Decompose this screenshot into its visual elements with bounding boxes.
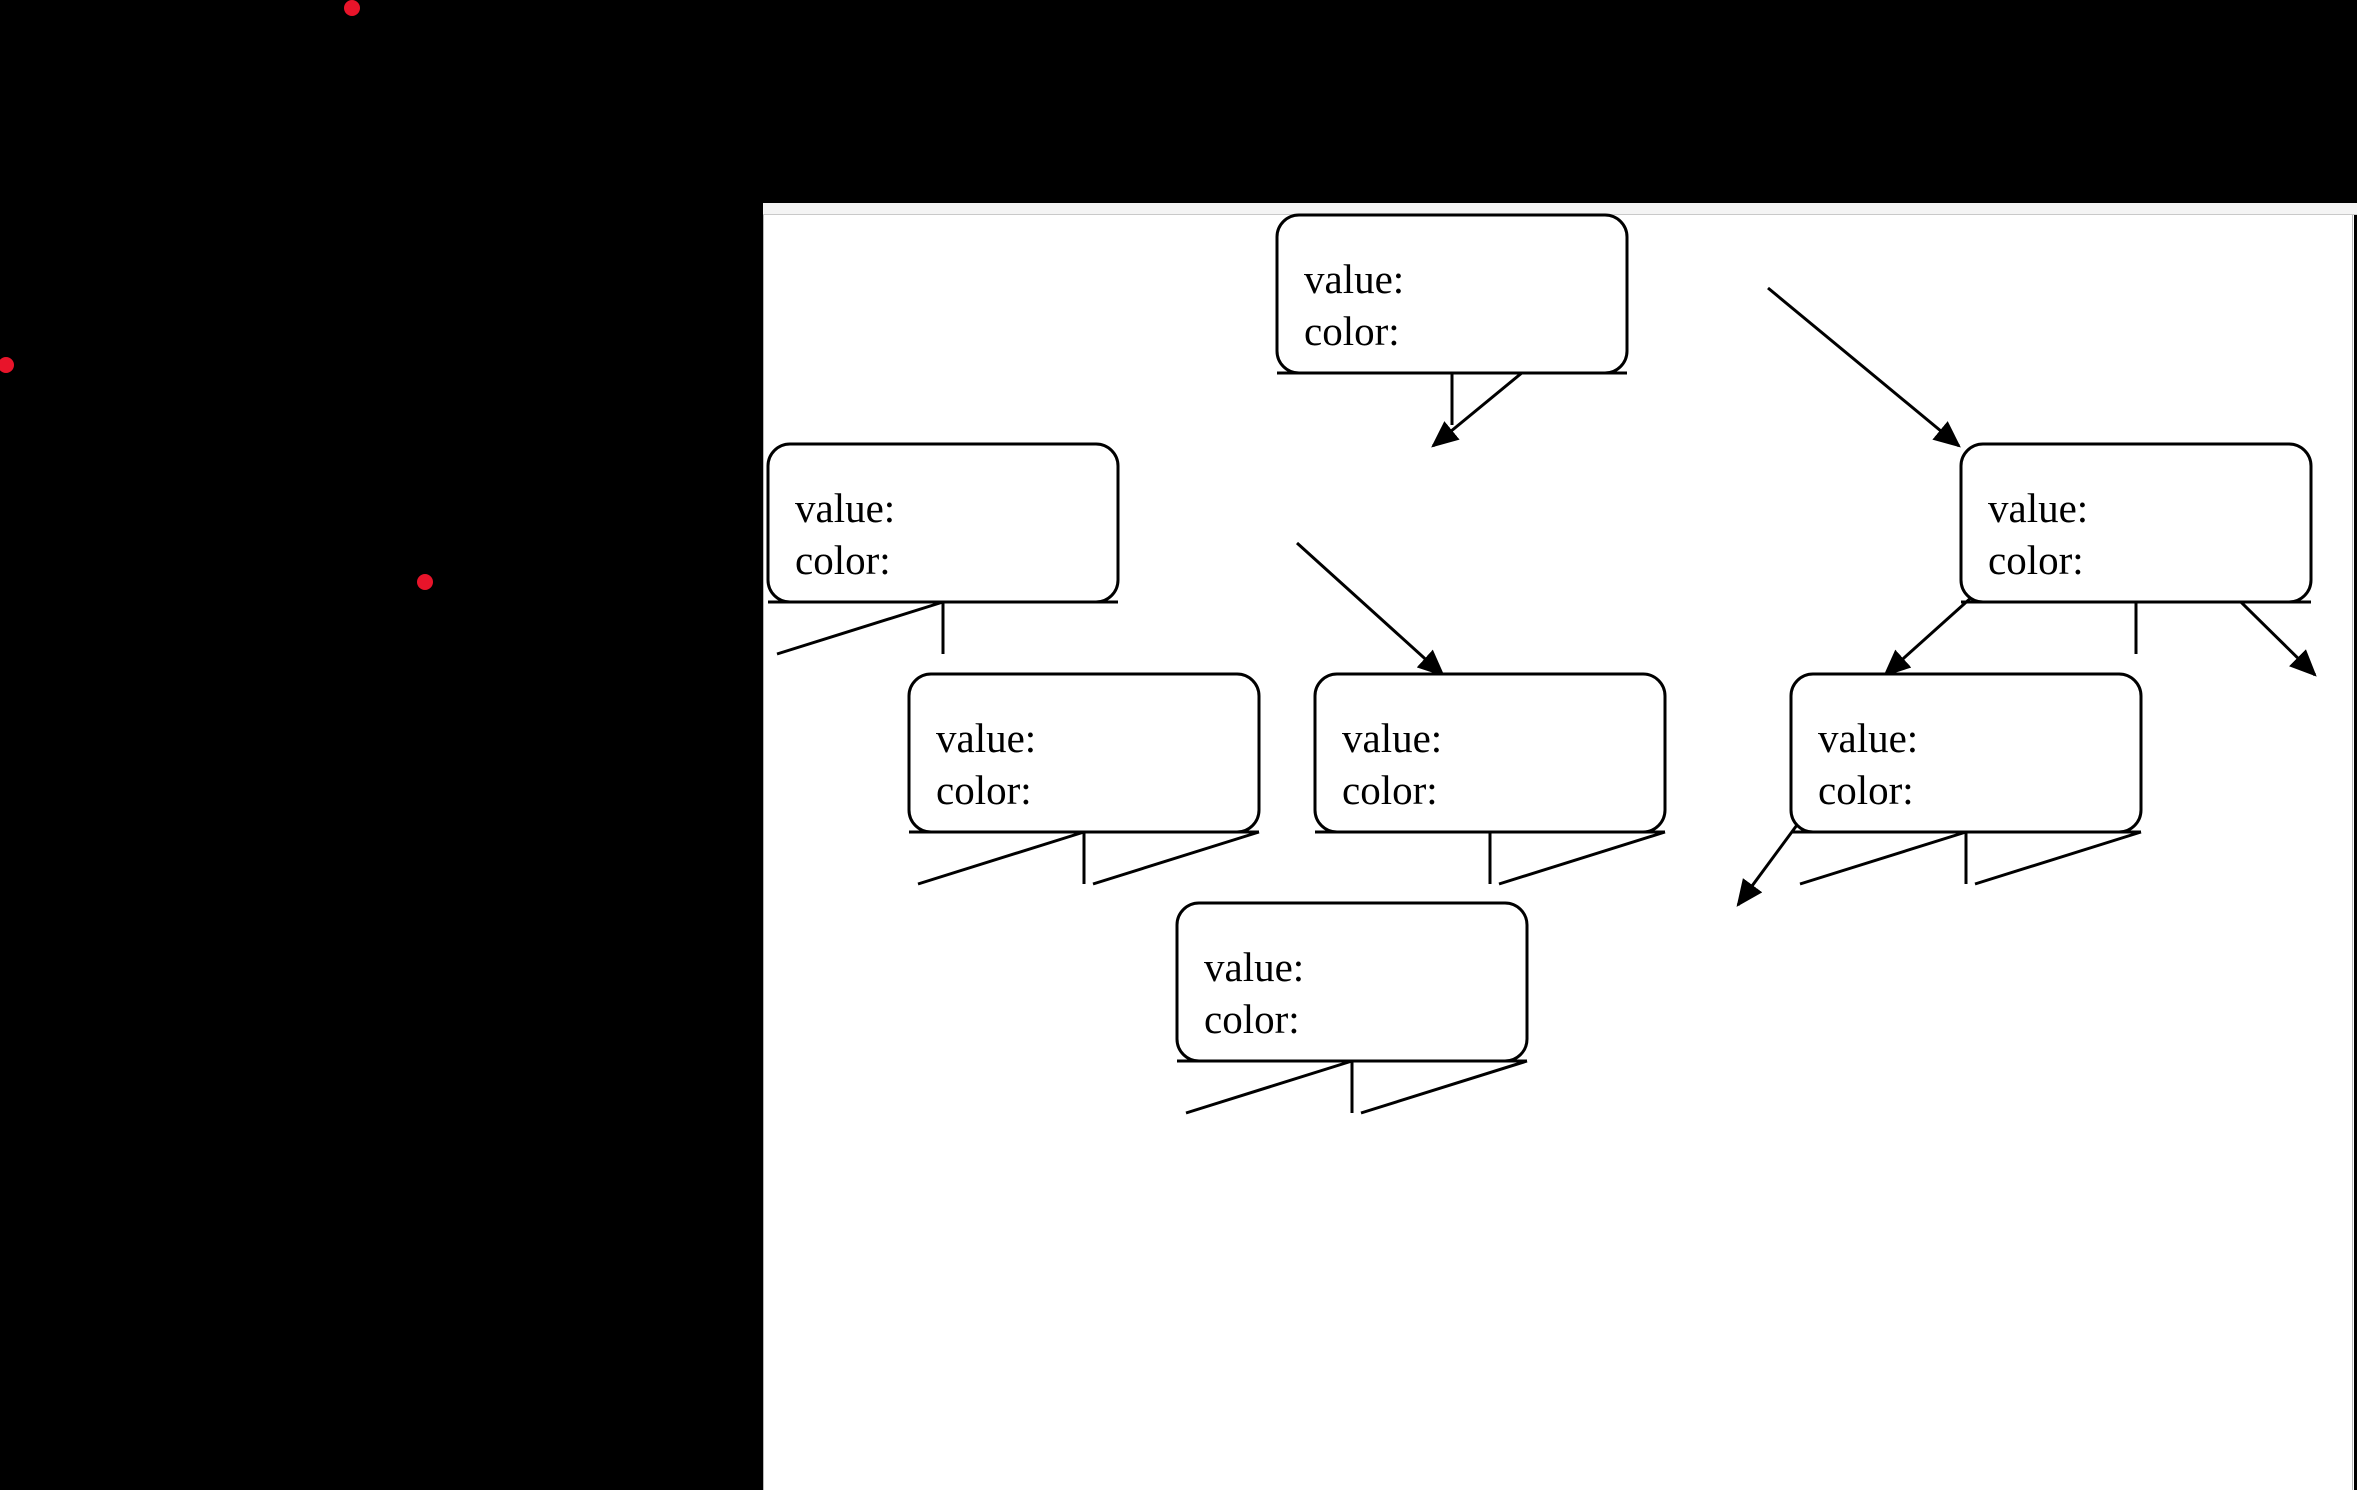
document-panel[interactable]: value: color: value: color: value: color… (763, 203, 2357, 1490)
node-right-right-nil-slash-left (1799, 830, 1967, 886)
node-right-left-value-label: value: (1342, 715, 1442, 761)
node-right-value-label: value: (1988, 485, 2088, 531)
tree-node-right-left-left[interactable]: value: color: (1175, 901, 1529, 1115)
marker-dot-3 (417, 574, 433, 590)
node-left-right-nil-slash-left (917, 830, 1085, 886)
node-root-color-label: color: (1304, 308, 1400, 354)
tree-node-root[interactable]: value: color: (1275, 213, 1629, 425)
node-left-color-label: color: (795, 537, 891, 583)
node-left-right-value-label: value: (936, 715, 1036, 761)
node-right-right-value-label: value: (1818, 715, 1918, 761)
node-right-left-left-nil-slash-right (1360, 1059, 1528, 1115)
tree-node-right-right[interactable]: value: color: (1789, 672, 2143, 886)
node-right-left-color-label: color: (1342, 767, 1438, 813)
node-left-right-nil-slash-right (1092, 830, 1260, 886)
edge-root-to-right (1767, 286, 1961, 448)
marker-dot-1 (344, 0, 360, 16)
node-right-left-left-color-label: color: (1204, 996, 1300, 1042)
node-root-value-label: value: (1304, 256, 1404, 302)
node-right-right-color-label: color: (1818, 767, 1914, 813)
tree-node-right-left[interactable]: value: color: (1313, 672, 1667, 886)
binary-tree-diagram: value: color: value: color: value: color… (766, 213, 2317, 1115)
node-left-nil-slash-left (776, 600, 944, 656)
panel-right-border (2352, 203, 2353, 1490)
marker-dot-2 (0, 357, 14, 373)
node-right-left-left-nil-slash-left (1185, 1059, 1353, 1115)
node-right-color-label: color: (1988, 537, 2084, 583)
node-left-value-label: value: (795, 485, 895, 531)
panel-right-edge (2354, 203, 2357, 1490)
tree-node-right[interactable]: value: color: (1959, 442, 2313, 654)
tree-node-left-right[interactable]: value: color: (907, 672, 1261, 886)
edge-left-to-left-right (1295, 541, 1445, 677)
panel-left-border (763, 203, 764, 1490)
node-right-left-nil-slash-right (1498, 830, 1666, 886)
node-left-right-color-label: color: (936, 767, 1032, 813)
tree-node-left[interactable]: value: color: (766, 442, 1120, 656)
node-right-right-nil-slash-right (1974, 830, 2142, 886)
node-right-left-left-value-label: value: (1204, 944, 1304, 990)
